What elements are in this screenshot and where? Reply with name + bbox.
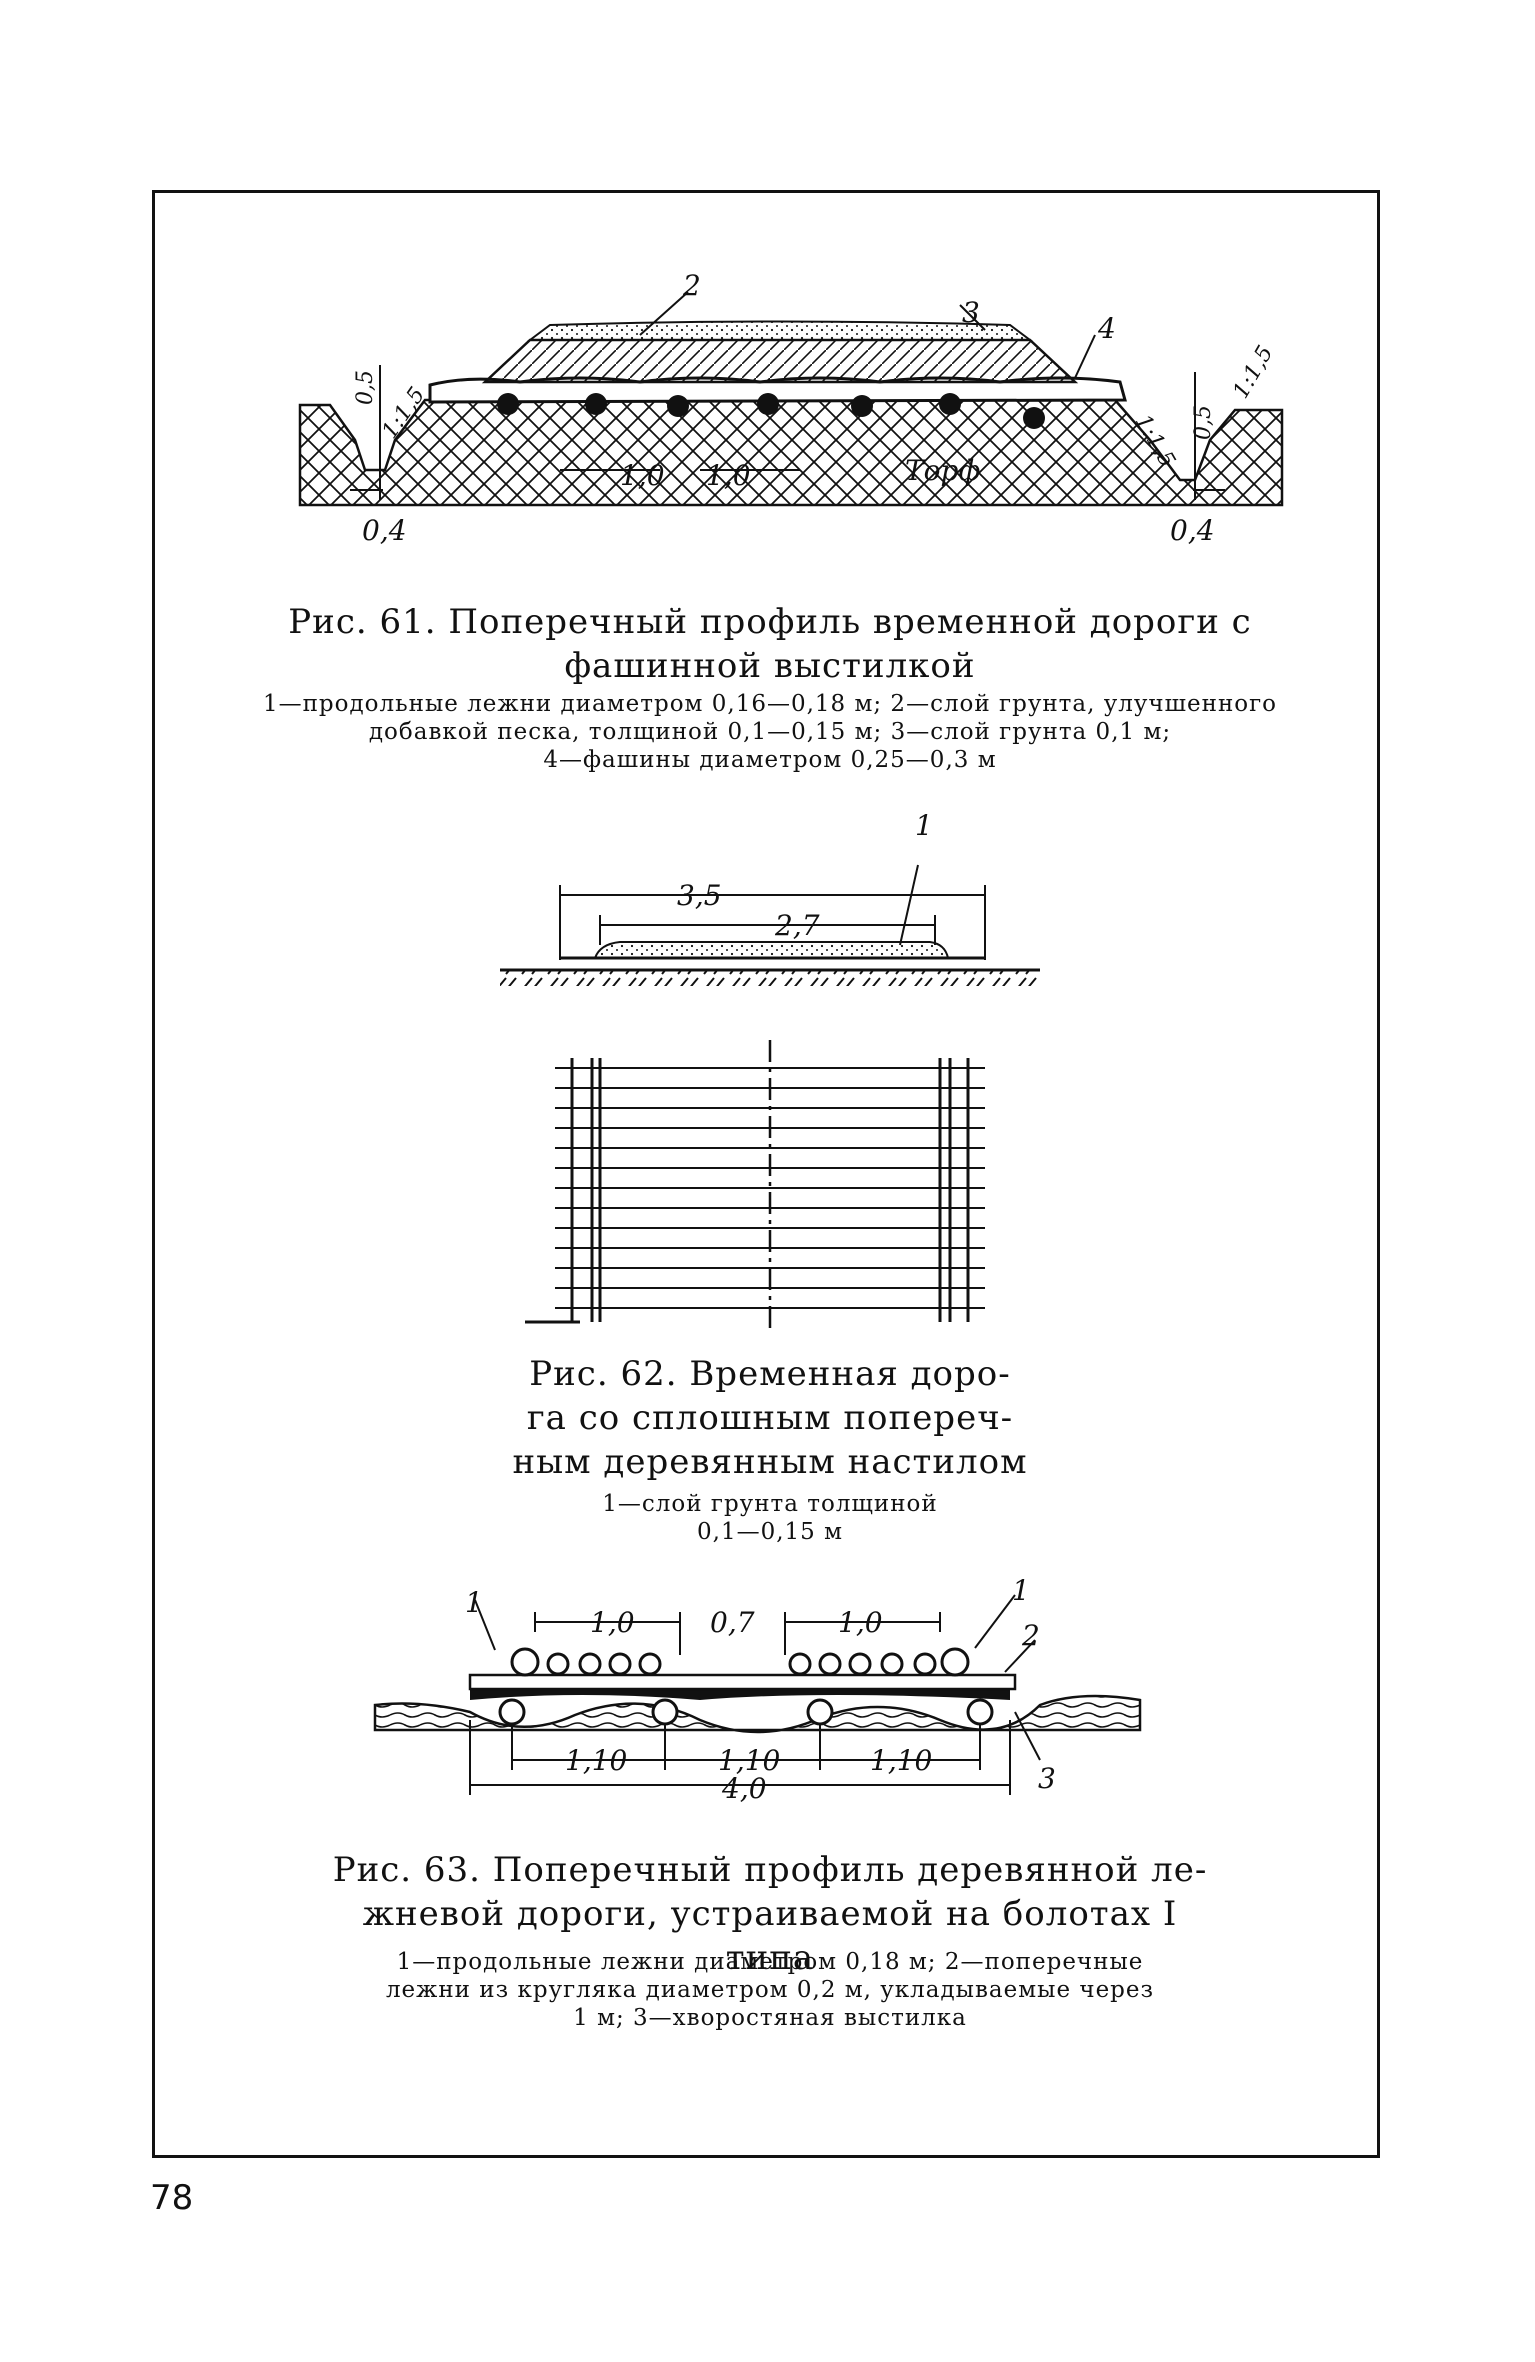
fig63-bot-a: 1,10 — [565, 1744, 627, 1777]
fig62-title-line3: ным деревянным настилом — [512, 1442, 1028, 1482]
fig61-peat-ground — [298, 398, 1284, 507]
fig63-bot-c: 1,10 — [870, 1744, 932, 1777]
fig63-top-b: 0,7 — [710, 1606, 755, 1639]
fig63-top-a: 1,0 — [590, 1606, 635, 1639]
fig61-depth-left: 0,5 — [353, 370, 378, 405]
fig63-legend-line3: 1 м; 3—хворостяная выстилка — [573, 2005, 967, 2031]
fig62-soil-layer — [593, 941, 950, 959]
fig61-drawing: 2 3 4 1:1,5 1:1,5 1:1,5 0,5 0,5 0,4 0,4 … — [298, 269, 1284, 547]
fig63-swamp — [373, 1694, 1142, 1734]
fig61-slope-right-outer: 1:1,5 — [1229, 342, 1279, 403]
fig62-dim-outer: 3,5 — [677, 879, 722, 912]
fig61-peat-label: Торф — [905, 454, 980, 487]
fig61-legend: 1—продольные лежни диаметром 0,16—0,18 м… — [200, 690, 1340, 774]
fig61-label-3: 3 — [962, 296, 980, 329]
fig62-plan-drawing — [525, 1040, 985, 1330]
fig63-legend-line1: 1—продольные лежни диаметром 0,18 м; 2—п… — [396, 1949, 1144, 1975]
fig61-width-right: 0,4 — [1170, 514, 1215, 547]
fig61-label-2: 2 — [682, 269, 701, 302]
fig63-bot-b: 1,10 — [718, 1744, 780, 1777]
fig62-dim-inner: 2,7 — [774, 909, 820, 942]
fig61-label-4: 4 — [1097, 312, 1116, 345]
fig61-dim-b: 1,0 — [706, 459, 751, 492]
fig63-lower-logs — [498, 1698, 994, 1726]
fig63-cross-beam — [468, 1673, 1017, 1691]
fig61-dim-a: 1,0 — [620, 459, 665, 492]
fig62-title-line1: Рис. 62. Временная доро- — [529, 1354, 1011, 1394]
fig62-ground — [500, 970, 1040, 986]
fig63-label-1-right: 1 — [1012, 1574, 1030, 1607]
fig62-label-1: 1 — [915, 809, 933, 842]
fig61-caption: Рис. 61. Поперечный профиль временной до… — [230, 600, 1310, 688]
page-frame — [152, 190, 1380, 2158]
fig63-label-3: 3 — [1038, 1762, 1056, 1795]
fig62-legend: 1—слой грунта толщиной 0,1—0,15 м — [500, 1490, 1040, 1546]
fig63-brushwood — [470, 1690, 1010, 1700]
fig63-upper-logs — [510, 1647, 970, 1677]
fig63-title-line2: жневой дороги, устраиваемой на болотах I… — [362, 1894, 1178, 1978]
fig61-title: Рис. 61. Поперечный профиль временной до… — [288, 602, 1252, 686]
fig61-legend-line3: 4—фашины диаметром 0,25—0,3 м — [543, 747, 997, 773]
fig63-total: 4,0 — [721, 1772, 767, 1805]
fig61-soil-layer — [481, 338, 1079, 384]
fig61-depth-right: 0,5 — [1191, 405, 1216, 440]
page-number: 78 — [150, 2178, 194, 2218]
fig62-legend-line2: 0,1—0,15 м — [697, 1519, 843, 1545]
fig62-legend-line1: 1—слой грунта толщиной — [602, 1491, 938, 1517]
fig63-label-2: 2 — [1021, 1619, 1040, 1652]
fig63-title-line1: Рис. 63. Поперечный профиль деревянной л… — [332, 1850, 1208, 1890]
fig62-caption: Рис. 62. Временная доро- га со сплошным … — [500, 1352, 1040, 1484]
fig63-legend: 1—продольные лежни диаметром 0,18 м; 2—п… — [330, 1948, 1210, 2032]
fig63-drawing: 1 1 2 3 1,0 0,7 1,0 1,10 1,10 1,10 4,0 — [373, 1574, 1142, 1805]
fig61-logs — [497, 393, 1045, 429]
fig63-legend-line2: лежни из кругляка диаметром 0,2 м, уклад… — [385, 1977, 1155, 2003]
fig62-section-drawing: 3,5 2,7 1 — [500, 809, 1040, 986]
fig61-width-left: 0,4 — [362, 514, 407, 547]
fig61-top-layer — [527, 320, 1033, 341]
fig63-top-c: 1,0 — [838, 1606, 883, 1639]
fig63-caption: Рис. 63. Поперечный профиль деревянной л… — [330, 1848, 1210, 1980]
fig62-title-line2: га со сплошным попереч- — [526, 1398, 1014, 1438]
fig63-label-1-left: 1 — [465, 1586, 483, 1619]
fig61-legend-line2: добавкой песка, толщиной 0,1—0,15 м; 3—с… — [368, 719, 1172, 745]
fig61-legend-line1: 1—продольные лежни диаметром 0,16—0,18 м… — [262, 691, 1278, 717]
